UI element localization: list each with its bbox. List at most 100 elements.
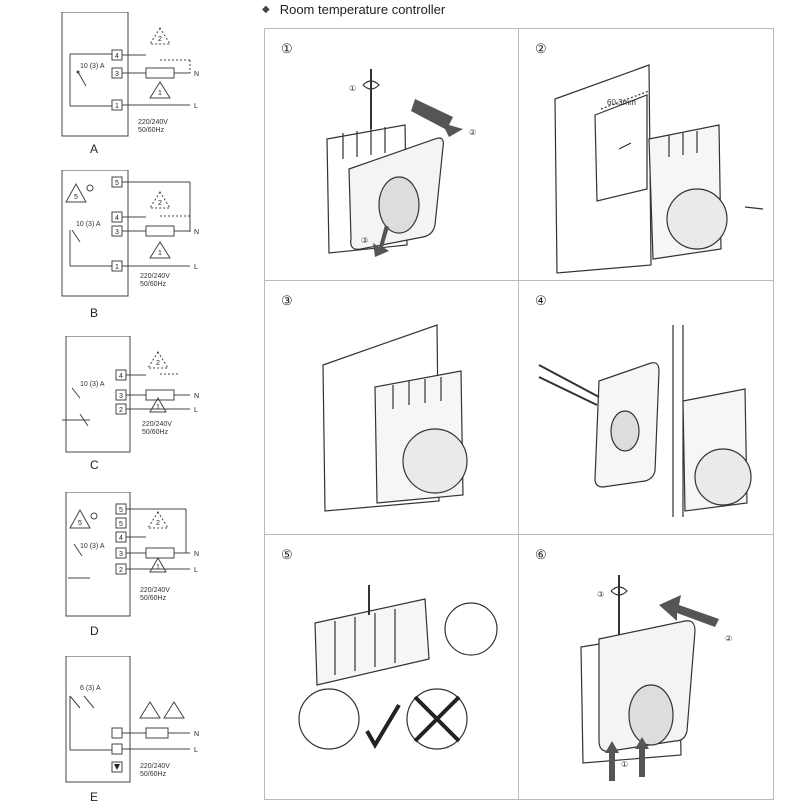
diamond-icon: ◆ xyxy=(262,3,270,15)
supply-voltage: 220/240V xyxy=(140,763,170,770)
line-neutral-label: N xyxy=(194,731,199,738)
rotate-arrow-icon xyxy=(610,586,628,596)
triangle-2 xyxy=(147,351,169,369)
step-5-illustration xyxy=(298,585,498,750)
correct-connection-detail xyxy=(298,688,360,750)
wiring-diagram-d: 5 10 (3) A 5 5 4 3 2 2 1 N L 220/240V 50… xyxy=(50,492,220,642)
wiring-diagram-c-drawing: 10 (3) A 4 3 2 2 1 N L 220/240V 50/60Hz xyxy=(62,336,199,453)
step-number: ② xyxy=(535,41,547,56)
rating-label: 10 (3) A xyxy=(76,221,101,228)
line-live-label: L xyxy=(194,407,198,414)
wiring-diagram-d-drawing: 5 10 (3) A 5 5 4 3 2 2 1 N L 220/240V 50… xyxy=(65,492,199,617)
wiring-diagram-b-drawing: 5 10 (3) A 5 4 3 1 2 1 N L 220/240V 50/6… xyxy=(61,170,199,297)
triangle-1 xyxy=(149,396,167,413)
load-resistor xyxy=(145,389,175,401)
screw-icon xyxy=(744,206,764,210)
wiring-diagram-a-drawing: 10 (3) A 4 3 1 2 1 N L 220/240V 50/60Hz xyxy=(61,12,199,137)
supply-frequency: 50/60Hz xyxy=(142,429,169,436)
diagram-label: A xyxy=(90,142,99,156)
triangle-label: 1 xyxy=(158,90,162,97)
indicator-lamp-icon xyxy=(90,512,98,520)
wall-box xyxy=(594,94,648,202)
triangle-b xyxy=(163,701,185,719)
screw-icon xyxy=(618,142,632,150)
wall-surface xyxy=(554,64,652,274)
terminal-label: 3 xyxy=(119,393,123,400)
diagram-label: B xyxy=(90,306,99,320)
dimension-line xyxy=(600,90,650,110)
triangle-label: 5 xyxy=(74,194,78,201)
diagram-label: E xyxy=(90,790,99,804)
arrow-slide-icon xyxy=(659,595,719,627)
step-1-illustration: ① ② ③ xyxy=(326,69,476,257)
arrow-up-icon xyxy=(635,737,649,777)
terminal-box xyxy=(111,727,123,739)
terminal-label: 1 xyxy=(115,103,119,110)
triangle-label: 2 xyxy=(158,36,162,43)
supply-frequency: 50/60Hz xyxy=(140,771,167,778)
diagram-label: D xyxy=(90,624,99,638)
terminal-label: 4 xyxy=(115,53,119,60)
terminal-box xyxy=(111,743,123,755)
triangle-label: 2 xyxy=(156,520,160,527)
earth-symbol-icon xyxy=(114,764,120,770)
step-1-panel: ① ② ③ ① xyxy=(264,28,520,282)
wrong-connection-detail xyxy=(406,688,468,750)
triangle-a xyxy=(139,701,161,719)
supply-voltage: 220/240V xyxy=(140,273,170,280)
terminal-block xyxy=(342,127,386,159)
dial-window xyxy=(378,176,420,234)
step-5-panel: ⑤ xyxy=(264,534,520,800)
terminal-5b xyxy=(115,517,127,529)
wiring-diagram-e: 6 (3) A N L 220/240V 50/60Hz E xyxy=(50,656,220,804)
triangle-2 xyxy=(149,191,171,209)
triangle-5 xyxy=(69,508,91,529)
terminal-label: 2 xyxy=(119,407,123,414)
line-live-label: L xyxy=(194,103,198,110)
supply-frequency: 50/60Hz xyxy=(138,127,165,134)
step-number: ① xyxy=(281,41,293,56)
wiring-diagram-a: 10 (3) A 4 3 1 2 1 N L 220/240V 50/60Hz … xyxy=(50,12,220,162)
callout: ① xyxy=(621,760,628,769)
terminal-label: 5 xyxy=(115,180,119,187)
terminal-label: 2 xyxy=(119,567,123,574)
terminal-label: 3 xyxy=(115,71,119,78)
line-neutral-label: N xyxy=(194,71,199,78)
load-resistor xyxy=(145,727,169,739)
terminal-label: 5 xyxy=(119,507,123,514)
cross-icon xyxy=(413,695,461,743)
temperature-dial xyxy=(666,188,728,250)
callout: ③ xyxy=(597,590,604,599)
page-title: Room temperature controller xyxy=(279,1,446,17)
line-live-label: L xyxy=(194,567,198,574)
rating-label: 10 (3) A xyxy=(80,381,105,388)
callout: ② xyxy=(725,634,732,643)
line-live-label: L xyxy=(194,747,198,754)
load-resistor xyxy=(145,67,175,79)
line-neutral-label: N xyxy=(194,393,199,400)
rotate-arrow-icon xyxy=(362,80,380,90)
terminal-slots xyxy=(334,609,396,675)
triangle-label: 5 xyxy=(78,520,82,527)
indicator-lamp-icon xyxy=(86,184,94,192)
magnifier-detail xyxy=(444,602,498,656)
triangle-label: 2 xyxy=(158,200,162,207)
triangle-1 xyxy=(149,556,167,573)
terminal-block-closeup xyxy=(314,598,430,686)
triangle-label: 1 xyxy=(158,250,162,257)
terminal-label: 3 xyxy=(119,551,123,558)
triangle-label: 2 xyxy=(156,360,160,367)
step-2-illustration: 60.3mm xyxy=(554,64,764,274)
step-number: ④ xyxy=(535,293,547,308)
triangle-label: 1 xyxy=(156,564,160,571)
rating-label: 6 (3) A xyxy=(80,685,101,692)
triangle-1 xyxy=(149,241,171,259)
step-6-panel: ③ ② ① ⑥ xyxy=(518,534,774,800)
dimension-label: 60.3mm xyxy=(607,98,636,107)
temperature-dial xyxy=(402,428,468,494)
step-3-illustration xyxy=(322,324,468,512)
load-resistor xyxy=(145,225,175,237)
supply-frequency: 50/60Hz xyxy=(140,595,167,602)
terminal-label: 1 xyxy=(115,264,119,271)
cable-icon xyxy=(538,364,600,406)
